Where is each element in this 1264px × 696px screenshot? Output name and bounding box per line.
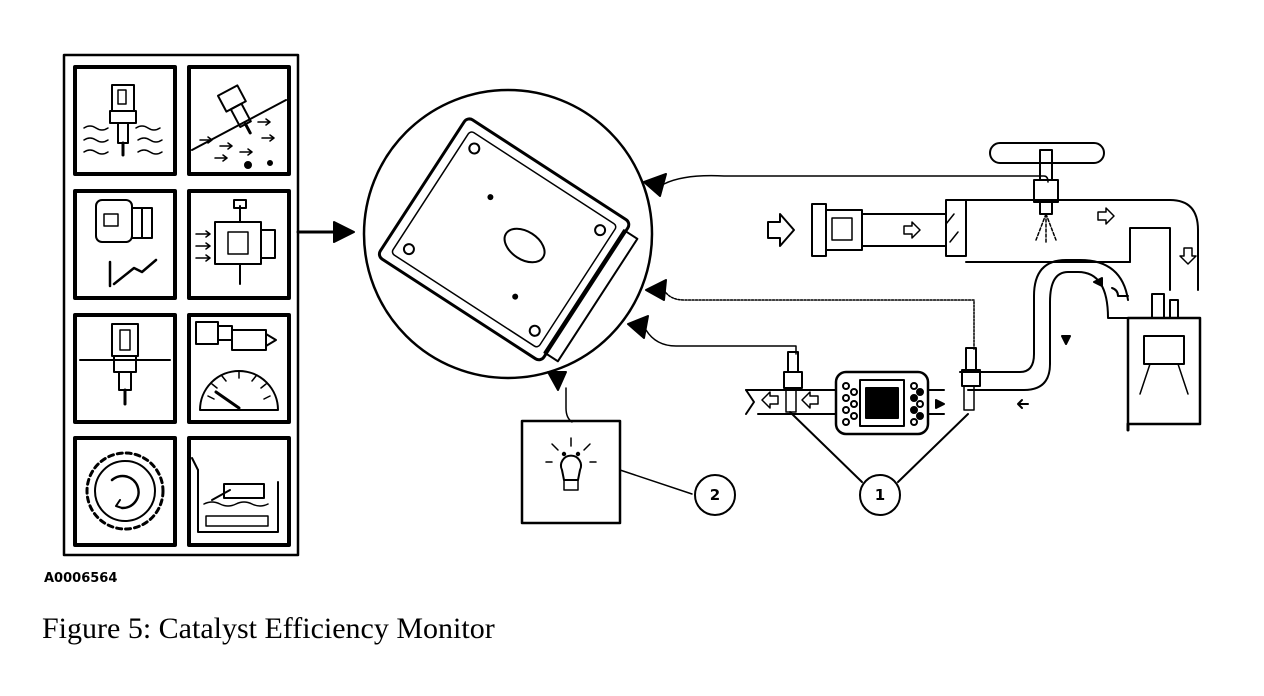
- intake-system: [767, 142, 1199, 291]
- throttle-position-sensor-icon: [73, 189, 177, 300]
- engine-cylinder: [1126, 293, 1202, 432]
- coolant-temperature-sensor-icon: [73, 65, 177, 176]
- exhaust-system: [745, 259, 1129, 436]
- figure-caption: Figure 5: Catalyst Efficiency Monitor: [42, 612, 495, 645]
- image-code: A0006564: [44, 571, 117, 586]
- callout-2: [694, 474, 736, 516]
- fuel-tank-level-icon: [187, 436, 291, 547]
- airflow-sensor-icon: [187, 65, 291, 176]
- callout-1: [859, 474, 901, 516]
- mil-lamp-box: [520, 419, 622, 525]
- temperature-sensor-icon: [73, 313, 177, 424]
- vehicle-speed-sensor-icon: [187, 313, 291, 424]
- fuel-injector-signal-icon: [187, 189, 291, 300]
- crankshaft-position-wheel-icon: [73, 436, 177, 547]
- callout-2-label: 2: [710, 486, 720, 504]
- sensor-panel: [62, 53, 300, 557]
- callout-1-label: 1: [875, 486, 885, 504]
- powertrain-control-module: [362, 88, 667, 391]
